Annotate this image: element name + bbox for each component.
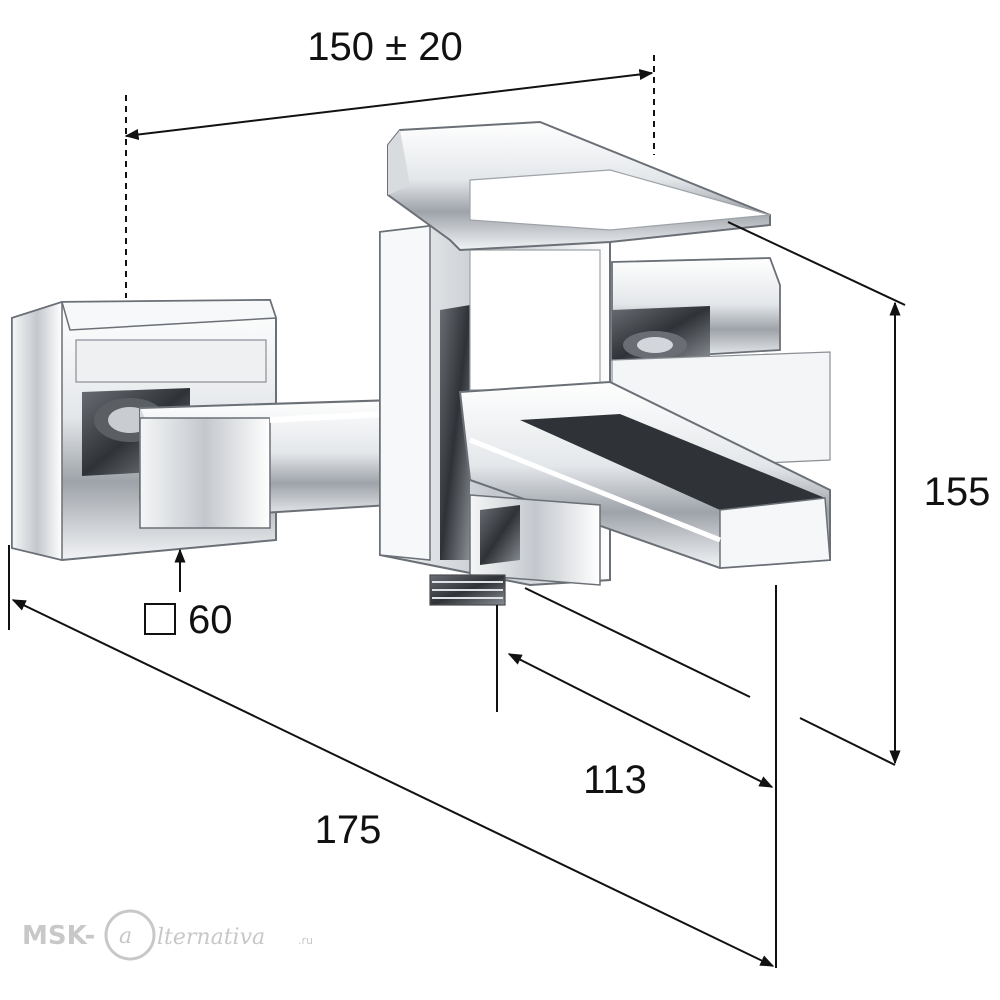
watermark-logo: MSK- a lternativa .ru — [22, 909, 313, 961]
depth-label: 175 — [315, 808, 382, 852]
reach-label: 113 — [583, 758, 647, 802]
height-ext-top — [727, 221, 906, 306]
waterfall-spout — [458, 380, 831, 570]
dimension-lines — [8, 55, 906, 968]
height-label: 155 — [924, 470, 991, 514]
square-size-label: 60 — [188, 598, 233, 642]
height-ext-bottom — [799, 717, 896, 766]
dimension-labels: 150 ± 20 155 113 175 60 — [188, 25, 990, 852]
width-label: 150 ± 20 — [307, 25, 462, 69]
watermark-domain: .ru — [298, 934, 313, 947]
watermark-brand-letter: a — [119, 924, 132, 949]
watermark-brand: MSK- — [22, 921, 95, 951]
watermark-brand-rest: lternativa — [157, 925, 265, 950]
width-dimension-line — [124, 68, 654, 141]
faucet-illustration — [11, 120, 831, 606]
depth-dimension-line — [11, 599, 775, 967]
square-symbol — [144, 603, 176, 635]
lever-handle — [387, 120, 771, 252]
watermark-at-circle — [104, 909, 156, 961]
reach-ext-spout — [524, 587, 751, 698]
